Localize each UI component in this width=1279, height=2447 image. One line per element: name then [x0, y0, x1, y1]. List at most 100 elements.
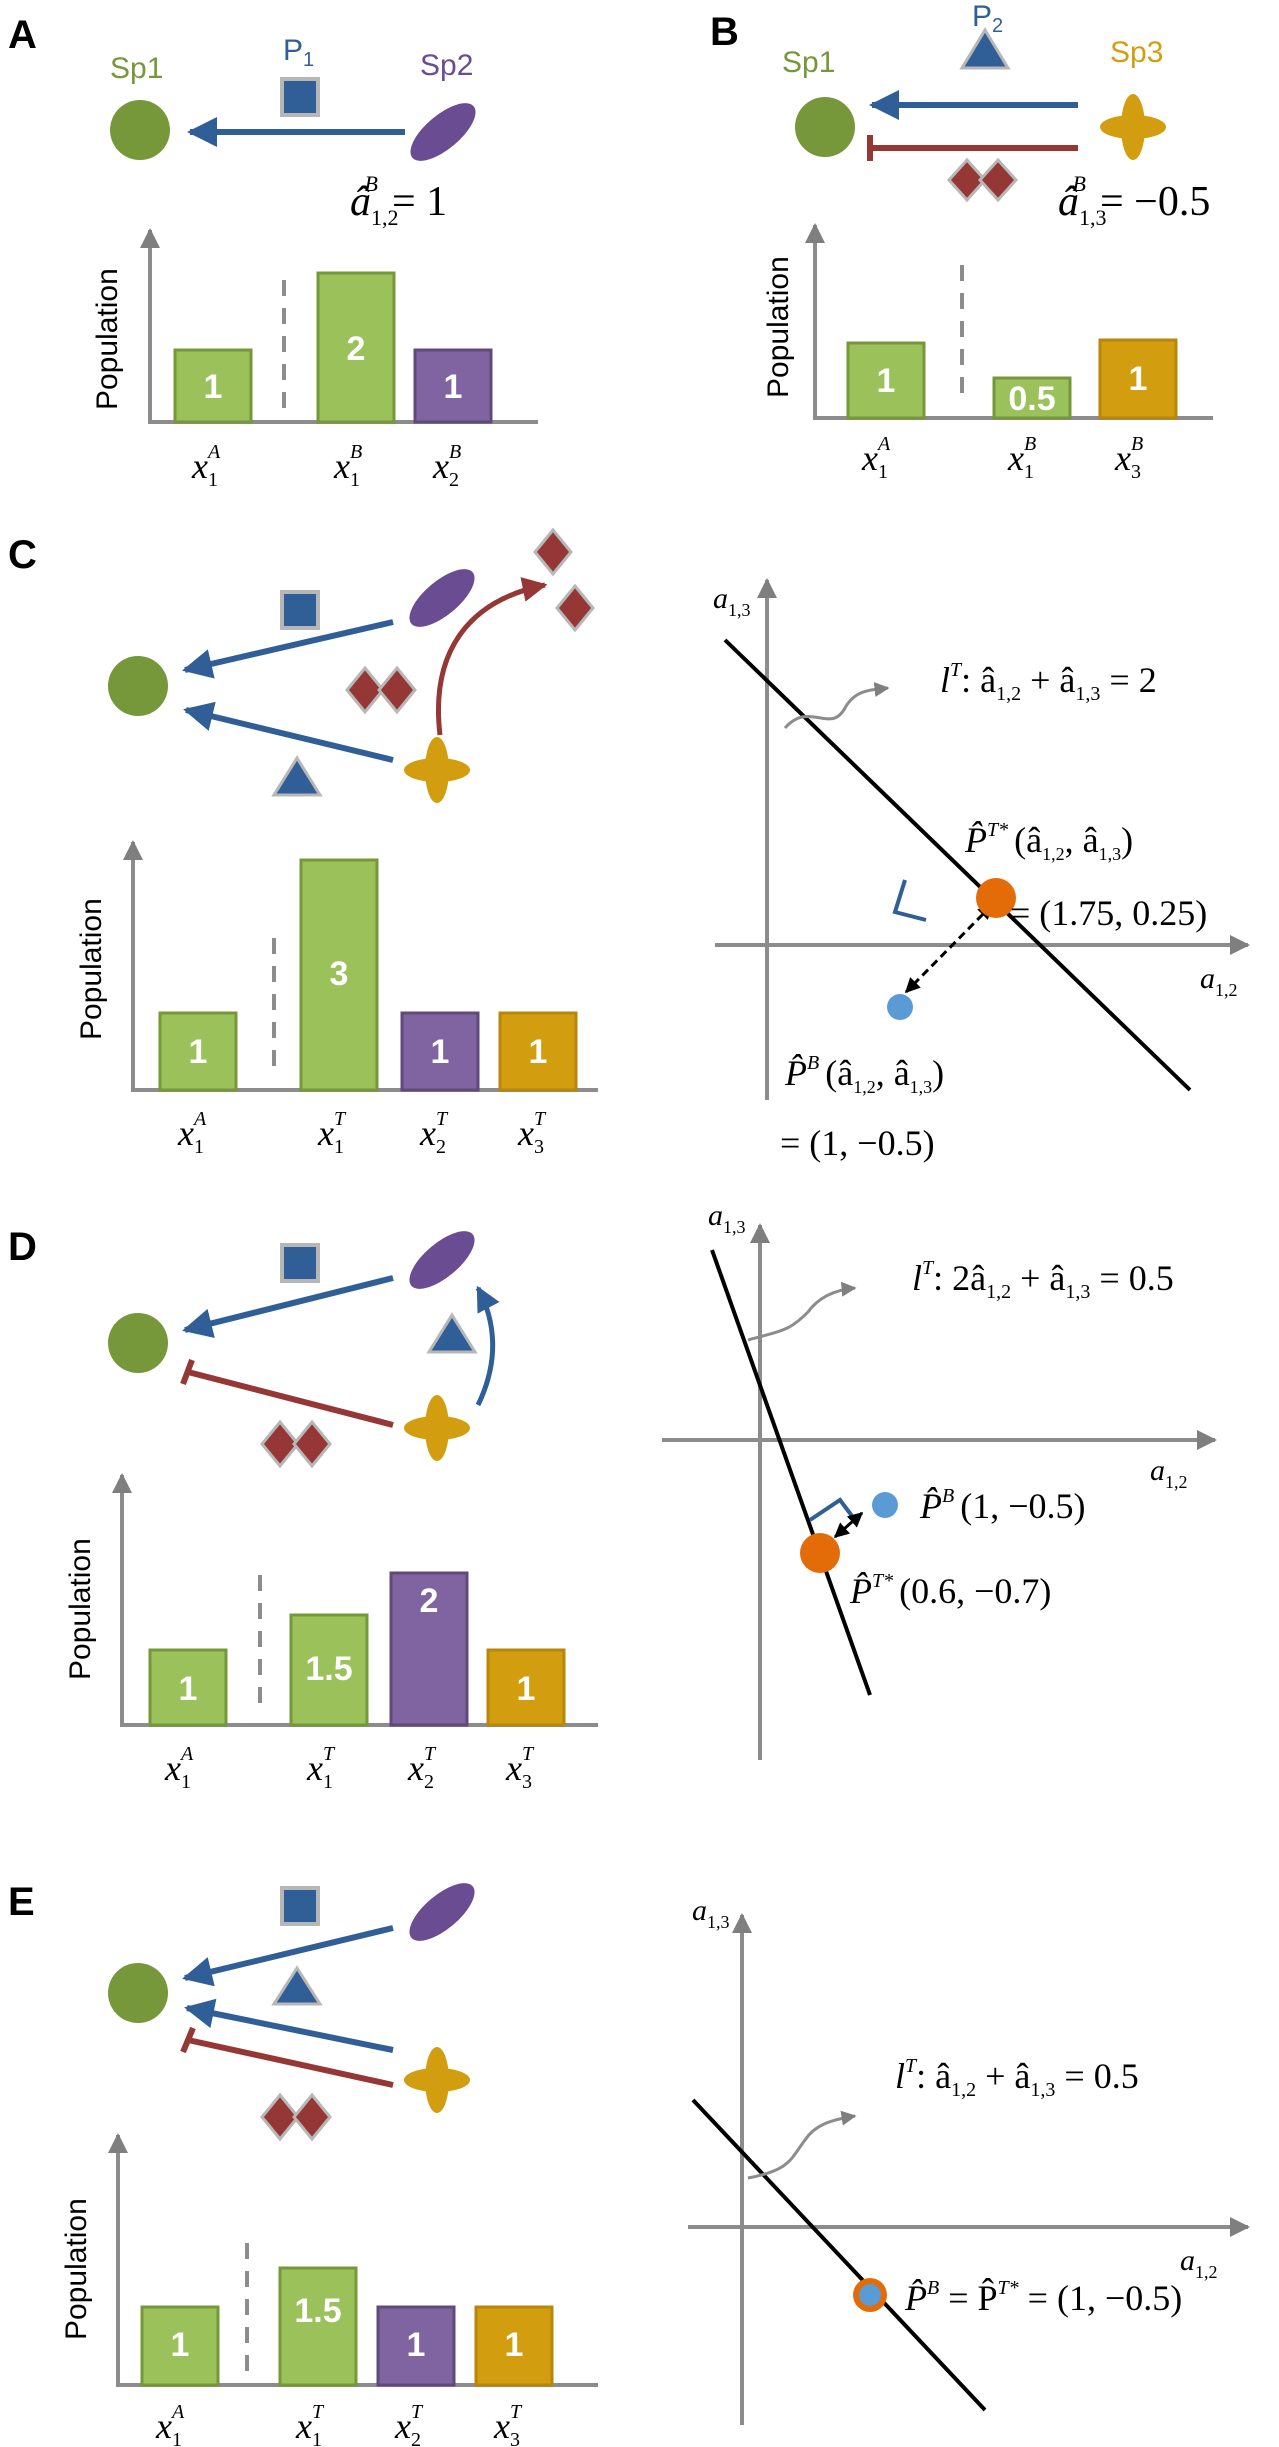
bar-value: 0.5 — [1008, 380, 1055, 418]
sp3-cross-icon — [1100, 94, 1166, 160]
bar-value: 1 — [431, 1033, 450, 1071]
plot-e: a1,3 a1,2 lT: â1,2 + â1,3 = 0.5 P̂B = P̂… — [688, 1894, 1250, 2425]
tick-label: x1B — [333, 441, 362, 491]
y-axis-label: a1,3 — [708, 1199, 746, 1237]
bar-value: 1 — [189, 1033, 208, 1071]
inhibition-line — [187, 2037, 394, 2088]
bar — [278, 2266, 358, 2387]
tick-label: x3B — [1114, 433, 1143, 483]
square-pathway-icon — [280, 590, 320, 630]
curved-arrow — [475, 1285, 500, 1407]
y-axis-label: Population — [60, 2198, 93, 2340]
bar — [474, 2305, 554, 2387]
callout-arrow — [783, 682, 890, 730]
sp2-ellipse-icon — [409, 1231, 475, 1289]
square-pathway-icon — [280, 77, 320, 117]
x-axis-label: a1,2 — [1150, 1454, 1188, 1492]
callout-arrow — [747, 1281, 857, 1342]
double-diamond-icon — [345, 665, 417, 715]
sp3-label: Sp3 — [1110, 36, 1163, 69]
tick-label: x2T — [407, 1743, 437, 1793]
bar-chart-a: Population 1 2 1 x1A x1B x2B — [91, 228, 538, 491]
panel-label-d: D — [8, 1225, 37, 1269]
bar-value: 1 — [877, 362, 896, 400]
predation-arrow — [184, 1998, 394, 2053]
constraint-line — [723, 638, 1192, 1092]
tick-label: x1A — [155, 2401, 185, 2447]
y-axis-label: a1,3 — [713, 582, 751, 620]
p2-label: P2 — [972, 0, 1003, 37]
tick-label: x1T — [306, 1743, 336, 1793]
optimal-point-value: = (1.75, 0.25) — [1010, 893, 1207, 933]
distance-arrow — [904, 903, 994, 994]
triangle-pathway-icon — [959, 27, 1011, 70]
double-diamond-icon — [946, 157, 1019, 203]
tick-label: x1A — [191, 441, 221, 491]
x-axis-label: a1,2 — [1180, 2244, 1218, 2282]
predation-arrow — [182, 1275, 394, 1339]
bar — [413, 348, 493, 424]
tick-label: x3T — [493, 2401, 523, 2447]
coef-a12: â1,2B= 1 — [350, 171, 447, 230]
bar-value: 1 — [171, 2326, 190, 2364]
bar-chart-d: Population 1 1.5 2 1 x1A x1T x2T x3T — [64, 1473, 598, 1793]
sp3-cross-icon — [404, 2047, 470, 2113]
tick-label: x1A — [861, 433, 891, 483]
sp2-ellipse-icon — [409, 1883, 475, 1941]
bar — [486, 1648, 566, 1727]
bar — [992, 376, 1072, 420]
baseline-point-label: P̂B(1, −0.5) — [919, 1485, 1086, 1526]
bar-value: 1 — [179, 1670, 198, 1708]
bar — [158, 1011, 238, 1092]
bar-chart-b: Population 1 0.5 1 x1A x1B x3B — [762, 223, 1213, 483]
baseline-point-value: = (1, −0.5) — [780, 1123, 935, 1163]
predation-arrow — [182, 1925, 394, 1987]
tick-label: x1B — [1007, 433, 1036, 483]
triangle-pathway-icon — [271, 1965, 323, 2006]
panel-label-e: E — [8, 1880, 35, 1924]
bar-value: 2 — [347, 330, 366, 368]
constraint-line — [691, 2098, 987, 2412]
predation-arrow — [182, 619, 394, 679]
panel-b: B Sp1 Sp3 P2 â1,3B= −0.5 Population 1 0.… — [710, 0, 1213, 483]
inhibition-bar — [180, 1358, 195, 1386]
double-diamond-icon — [260, 1419, 332, 1469]
line-equation: lT: â1,2 + â1,3 = 2 — [940, 659, 1157, 705]
curved-arrow — [436, 577, 548, 736]
coincident-point-label: P̂B = P̂T* = (1, −0.5) — [904, 2277, 1182, 2318]
panel-label-b: B — [710, 10, 739, 54]
baseline-point — [859, 2284, 881, 2306]
bar-value: 1 — [407, 2326, 426, 2364]
tick-label: x3T — [505, 1743, 535, 1793]
sp2-label: Sp2 — [420, 49, 473, 82]
panel-c: C Population 1 3 — [8, 527, 1250, 1163]
line-equation: lT: â1,2 + â1,3 = 0.5 — [895, 2055, 1139, 2101]
bar — [1098, 338, 1178, 420]
constraint-line — [710, 1249, 872, 1696]
tick-label: x2B — [432, 441, 461, 491]
bar-value: 1.5 — [305, 1650, 352, 1688]
bar — [400, 1011, 480, 1092]
callout-arrow — [747, 2110, 857, 2180]
right-angle-marker — [808, 1497, 857, 1522]
panel-e: E Population 1 1.5 1 1 — [8, 1880, 1250, 2447]
sp1-circle-icon — [795, 97, 855, 157]
bar — [389, 1571, 469, 1727]
tick-label: x2T — [394, 2401, 424, 2447]
optimal-point-label: P̂T*(â1,2, â1,3) — [964, 819, 1133, 864]
panel-d: D Population 1 1.5 2 1 — [8, 1199, 1217, 1793]
double-diamond-icon — [260, 2092, 332, 2142]
tick-label: x1T — [295, 2401, 325, 2447]
bar-chart-c: Population 1 3 1 1 x1A x1T x2T x3T — [75, 840, 598, 1158]
bar-value: 1 — [529, 1033, 548, 1071]
coef-a13: â1,3B= −0.5 — [1058, 171, 1210, 230]
predation-arrow — [183, 701, 394, 763]
y-axis-label: Population — [75, 898, 108, 1040]
diamond-pair-icon — [533, 527, 595, 633]
y-axis-label: Population — [91, 268, 124, 410]
tick-label: x1A — [177, 1108, 207, 1158]
optimal-point — [800, 1533, 840, 1573]
sp1-circle-icon — [108, 1963, 168, 2023]
sp1-circle-icon — [108, 656, 168, 716]
baseline-point-label: P̂B(â1,2, â1,3) — [784, 1052, 944, 1097]
